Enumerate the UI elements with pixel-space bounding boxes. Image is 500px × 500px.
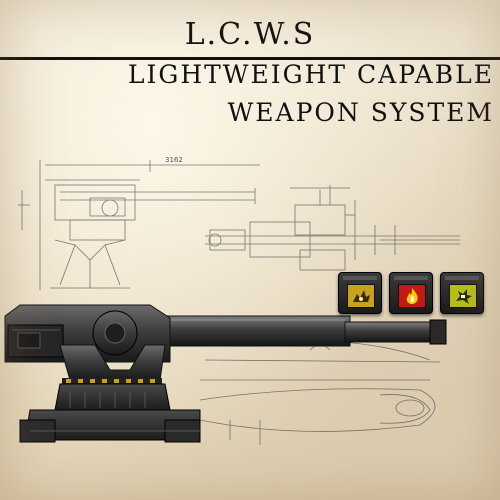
subtitle-line-1: LIGHTWEIGHT CAPABLE <box>127 60 494 89</box>
explosion-icon <box>347 284 375 308</box>
ammo-slot-incendiary[interactable] <box>389 272 433 314</box>
subtitle-line-2: WEAPON SYSTEM <box>227 98 494 127</box>
dimension-label: 3162 <box>165 156 183 164</box>
title-divider <box>0 57 500 60</box>
game-title: L.C.W.S <box>184 17 316 52</box>
fire-icon <box>398 284 426 308</box>
burst-icon <box>449 284 477 308</box>
ammo-slot-special[interactable] <box>440 272 484 314</box>
ammo-slot-explosive[interactable] <box>338 272 382 314</box>
